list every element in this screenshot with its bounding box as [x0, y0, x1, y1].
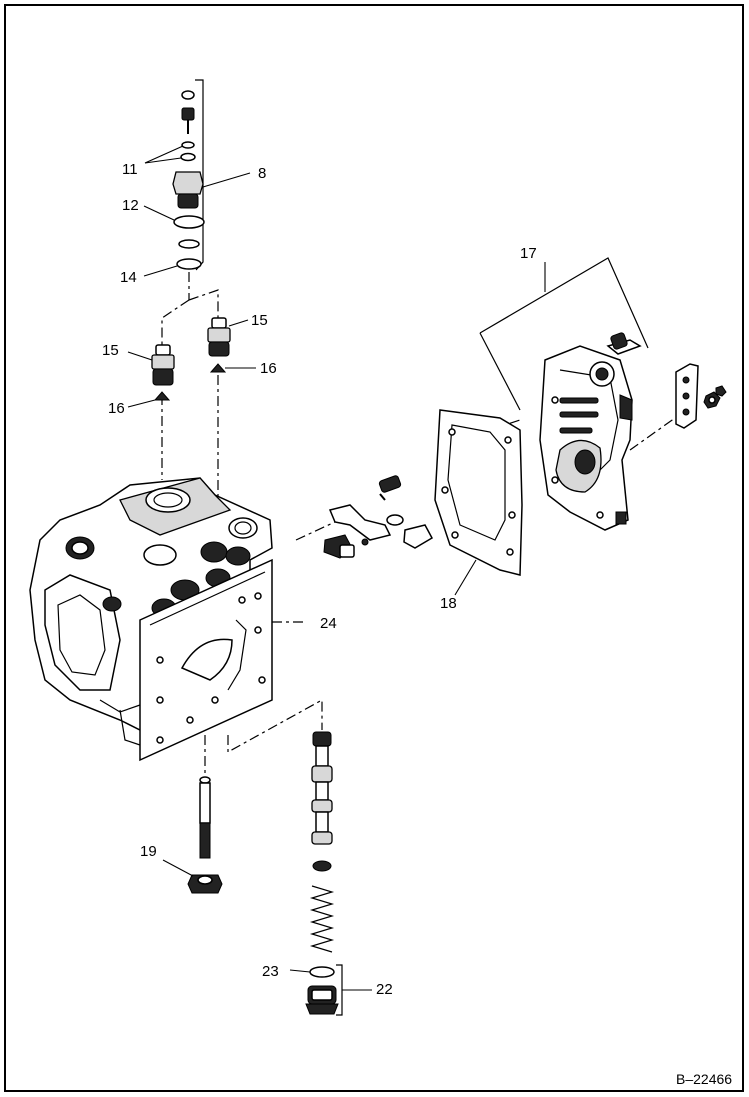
- callout-17: 17: [520, 245, 537, 262]
- callout-22: 22: [376, 981, 393, 998]
- callout-8: 8: [258, 165, 266, 182]
- callout-23: 23: [262, 963, 279, 980]
- leader-lines-15-16: [127, 319, 256, 408]
- spool-spring-plug: [289, 731, 372, 1016]
- callout-15-right: 15: [251, 312, 268, 329]
- hex-nuts: [703, 385, 727, 409]
- callout-19: 19: [140, 843, 157, 860]
- callout-12: 12: [122, 197, 139, 214]
- check-valve-right: [207, 317, 231, 373]
- callout-18: 18: [440, 595, 457, 612]
- callout-24: 24: [320, 615, 337, 632]
- diagram-frame: [4, 4, 744, 1092]
- link-plate: [675, 363, 699, 429]
- callout-15-left: 15: [102, 342, 119, 359]
- relief-valve-assembly: [172, 79, 205, 271]
- check-valve-left: [151, 344, 175, 401]
- callout-11: 11: [122, 161, 138, 178]
- bolt-with-nut: [162, 776, 223, 894]
- callout-16-left: 16: [108, 400, 125, 417]
- callout-14: 14: [120, 269, 137, 286]
- pump-housing: [29, 477, 273, 762]
- gasket: [434, 409, 523, 596]
- cover-bolt: [606, 332, 642, 355]
- callout-labels: 8 11 12 14 15 15 16 16 17 18 19 22 23 24: [102, 161, 537, 998]
- callout-16-right: 16: [260, 360, 277, 377]
- leader-lines-top: [143, 145, 251, 277]
- feedback-linkage: [323, 475, 434, 559]
- spring: [309, 885, 335, 953]
- drawing-reference-number: B–22466: [676, 1071, 732, 1087]
- control-valve-cover: [479, 257, 649, 531]
